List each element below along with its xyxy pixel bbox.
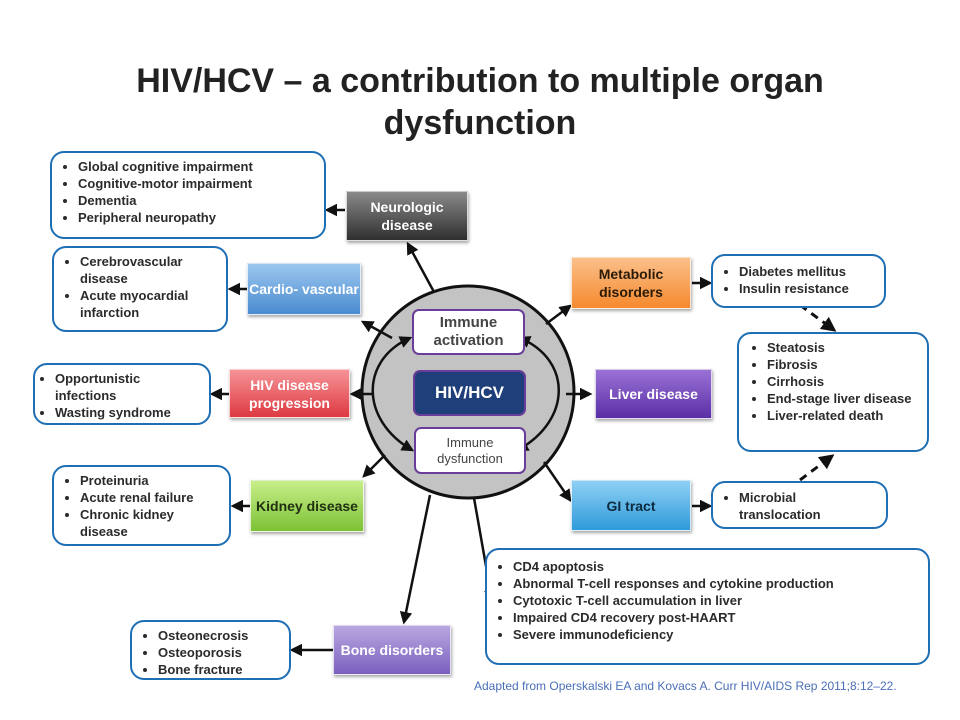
list-item: Abnormal T-cell responses and cytokine p… bbox=[513, 575, 920, 592]
citation: Adapted from Operskalski EA and Kovacs A… bbox=[474, 679, 897, 693]
details-bone: Osteonecrosis Osteoporosis Bone fracture bbox=[130, 620, 291, 680]
dashed-gi-to-liver bbox=[799, 454, 835, 482]
left-curved-arrow bbox=[371, 336, 415, 452]
core-immune-activation: Immune activation bbox=[412, 309, 525, 355]
details-gi-tract: Microbial translocation bbox=[711, 481, 888, 529]
list-item: CD4 apoptosis bbox=[513, 558, 920, 575]
list-item: Osteoporosis bbox=[158, 644, 281, 661]
category-bone: Bone disorders bbox=[333, 625, 451, 675]
list-item: Dementia bbox=[78, 192, 316, 209]
list-item: Severe immunodeficiency bbox=[513, 626, 920, 643]
right-curved-arrow bbox=[515, 336, 560, 452]
list-item: Insulin resistance bbox=[739, 280, 876, 297]
details-hiv-progression: Opportunistic infections Wasting syndrom… bbox=[33, 363, 211, 425]
list-item: Bone fracture bbox=[158, 661, 281, 678]
list-item: Cognitive-motor impairment bbox=[78, 175, 316, 192]
list-item: Proteinuria bbox=[80, 472, 221, 489]
list-item: End-stage liver disease bbox=[767, 390, 919, 407]
details-cardiovascular: Cerebrovascular disease Acute myocardial… bbox=[52, 246, 228, 332]
list-item: Steatosis bbox=[767, 339, 919, 356]
core-hiv-hcv: HIV/HCV bbox=[413, 370, 526, 416]
list-item: Diabetes mellitus bbox=[739, 263, 876, 280]
list-item: Cirrhosis bbox=[767, 373, 919, 390]
list-item: Fibrosis bbox=[767, 356, 919, 373]
list-item: Acute renal failure bbox=[80, 489, 221, 506]
category-gi-tract: GI tract bbox=[571, 480, 691, 531]
list-item: Peripheral neuropathy bbox=[78, 209, 316, 226]
arrow-to-gi bbox=[542, 461, 572, 503]
dashed-metabolic-to-liver bbox=[799, 303, 837, 332]
list-item: Cytotoxic T-cell accumulation in liver bbox=[513, 592, 920, 609]
arrow-to-kidney bbox=[362, 454, 386, 478]
arrow-to-bone bbox=[399, 494, 432, 625]
category-cardiovascular: Cardio- vascular bbox=[247, 263, 361, 315]
list-item: Liver-related death bbox=[767, 407, 919, 424]
list-item: Impaired CD4 recovery post-HAART bbox=[513, 609, 920, 626]
category-metabolic: Metabolic disorders bbox=[571, 257, 691, 309]
arrow-to-metabolic bbox=[545, 304, 572, 325]
list-item: Osteonecrosis bbox=[158, 627, 281, 644]
list-item: Chronic kidney disease bbox=[80, 506, 221, 540]
arrow-to-cardio bbox=[360, 320, 393, 340]
list-item: Acute myocardial infarction bbox=[80, 287, 218, 321]
details-liver: Steatosis Fibrosis Cirrhosis End-stage l… bbox=[737, 332, 929, 452]
arrow-to-neurologic bbox=[406, 241, 436, 293]
details-kidney: Proteinuria Acute renal failure Chronic … bbox=[52, 465, 231, 546]
list-item: Global cognitive impairment bbox=[78, 158, 316, 175]
category-hiv-disease-progression: HIV disease progression bbox=[229, 369, 350, 418]
details-metabolic: Diabetes mellitus Insulin resistance bbox=[711, 254, 886, 308]
category-neurologic: Neurologic disease bbox=[346, 191, 468, 241]
details-immune-dysfunction: CD4 apoptosis Abnormal T-cell responses … bbox=[485, 548, 930, 665]
category-liver: Liver disease bbox=[595, 369, 712, 419]
page-title: HIV/HCV – a contribution to multiple org… bbox=[136, 62, 824, 142]
core-immune-dysfunction: Immune dysfunction bbox=[414, 427, 526, 474]
list-item: Opportunistic infections bbox=[55, 370, 201, 404]
list-item: Wasting syndrome bbox=[55, 404, 201, 421]
details-neurologic: Global cognitive impairment Cognitive-mo… bbox=[50, 151, 326, 239]
list-item: Microbial translocation bbox=[739, 489, 878, 523]
category-kidney: Kidney disease bbox=[250, 480, 364, 532]
list-item: Cerebrovascular disease bbox=[80, 253, 218, 287]
